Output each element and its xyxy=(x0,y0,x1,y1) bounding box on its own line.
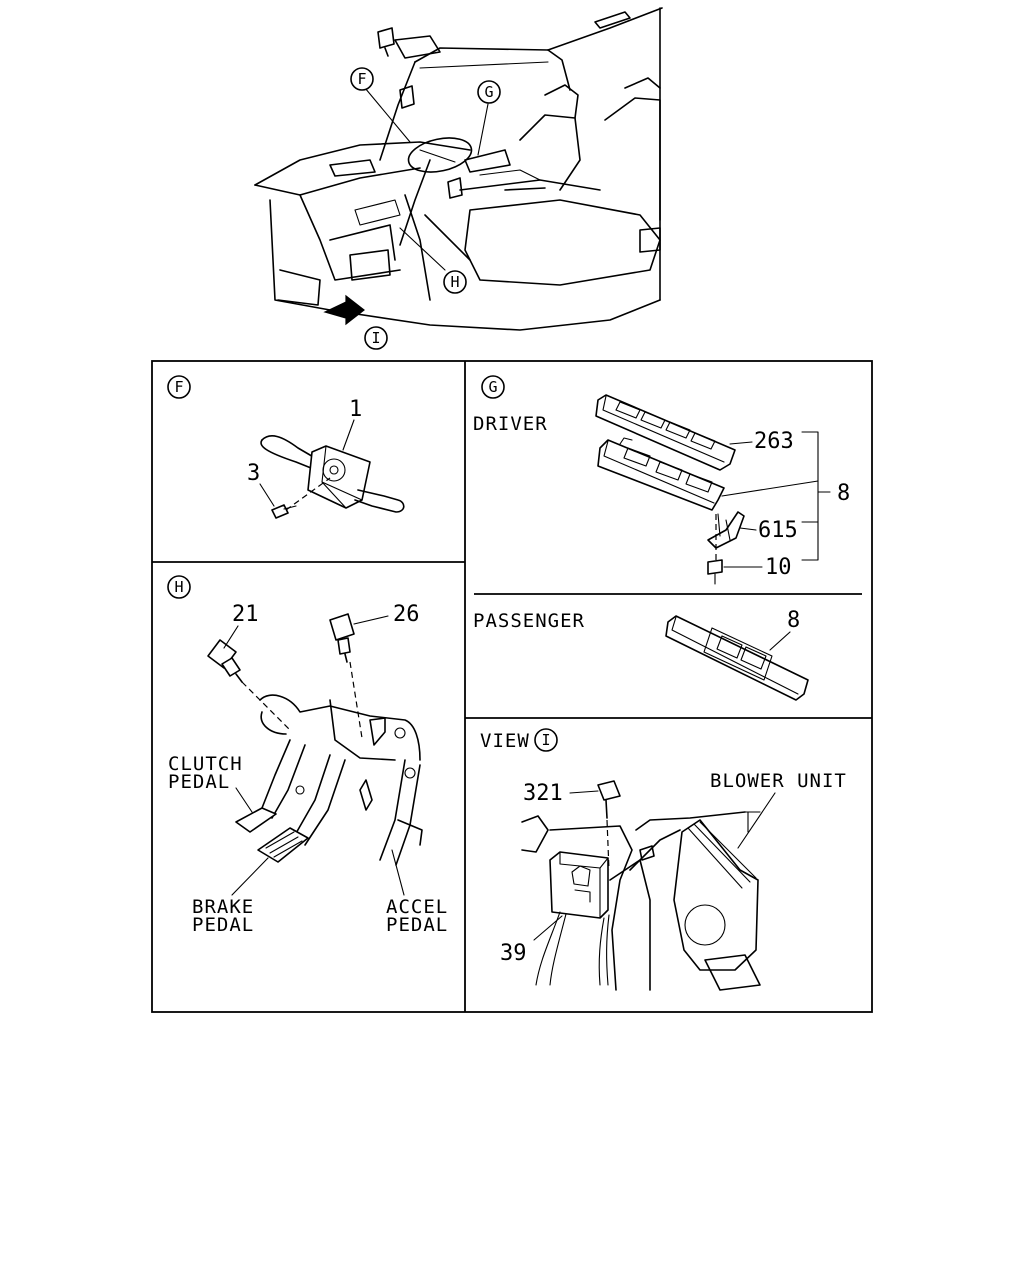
brake-pedal-label: BRAKE PEDAL xyxy=(192,896,254,936)
panel-h-callout: H xyxy=(167,575,191,599)
part-39-label: 39 xyxy=(500,941,527,966)
accel-pedal-label: ACCEL PEDAL xyxy=(386,896,448,936)
interior-overview-illustration xyxy=(254,7,663,331)
passenger-window-switch-illustration xyxy=(665,615,809,701)
callout-i-top: I xyxy=(364,326,388,350)
svg-text:H: H xyxy=(174,578,183,596)
svg-text:ACCEL: ACCEL xyxy=(386,896,448,918)
pedal-assembly-illustration xyxy=(207,613,423,866)
svg-text:F: F xyxy=(357,70,366,88)
callout-h-top: H xyxy=(443,270,467,294)
svg-text:PEDAL: PEDAL xyxy=(386,914,448,936)
svg-text:I: I xyxy=(541,731,550,749)
blower-unit-label: BLOWER UNIT xyxy=(710,770,847,792)
svg-text:CLUTCH: CLUTCH xyxy=(168,753,243,775)
driver-label: DRIVER xyxy=(473,413,548,435)
driver-window-switch-illustration xyxy=(595,394,745,585)
part-8-passenger-label: 8 xyxy=(787,608,800,633)
passenger-label: PASSENGER xyxy=(473,610,585,632)
svg-text:H: H xyxy=(450,273,459,291)
panel-f: F 1 3 xyxy=(167,375,405,519)
detail-frame xyxy=(151,360,873,1013)
part-8-label: 8 xyxy=(837,481,850,506)
blower-unit-illustration xyxy=(521,780,761,991)
part-3-label: 3 xyxy=(247,461,260,486)
svg-text:PEDAL: PEDAL xyxy=(192,914,254,936)
svg-text:I: I xyxy=(371,329,380,347)
svg-text:G: G xyxy=(488,378,497,396)
combination-switch-illustration xyxy=(260,435,405,519)
part-10-label: 10 xyxy=(765,555,792,580)
panel-h: H xyxy=(167,575,448,936)
part-615-label: 615 xyxy=(758,518,798,543)
panel-f-callout: F xyxy=(167,375,191,399)
part-21-label: 21 xyxy=(232,602,259,627)
part-26-label: 26 xyxy=(393,602,420,627)
svg-text:PEDAL: PEDAL xyxy=(168,771,230,793)
view-i-callout: I xyxy=(534,728,558,752)
callout-g-top: G xyxy=(477,80,501,104)
svg-text:BRAKE: BRAKE xyxy=(192,896,254,918)
svg-text:F: F xyxy=(174,378,183,396)
part-263-label: 263 xyxy=(754,429,794,454)
part-1-label: 1 xyxy=(349,397,362,422)
panel-view-i: VIEW I BLOWER UNIT xyxy=(480,728,847,991)
view-label: VIEW xyxy=(480,730,530,752)
clutch-pedal-label: CLUTCH PEDAL xyxy=(168,753,243,793)
panel-g: G DRIVER xyxy=(473,375,850,701)
callout-f-top: F xyxy=(350,67,374,91)
svg-text:G: G xyxy=(484,83,493,101)
part-321-label: 321 xyxy=(523,781,563,806)
panel-g-callout: G xyxy=(481,375,505,399)
